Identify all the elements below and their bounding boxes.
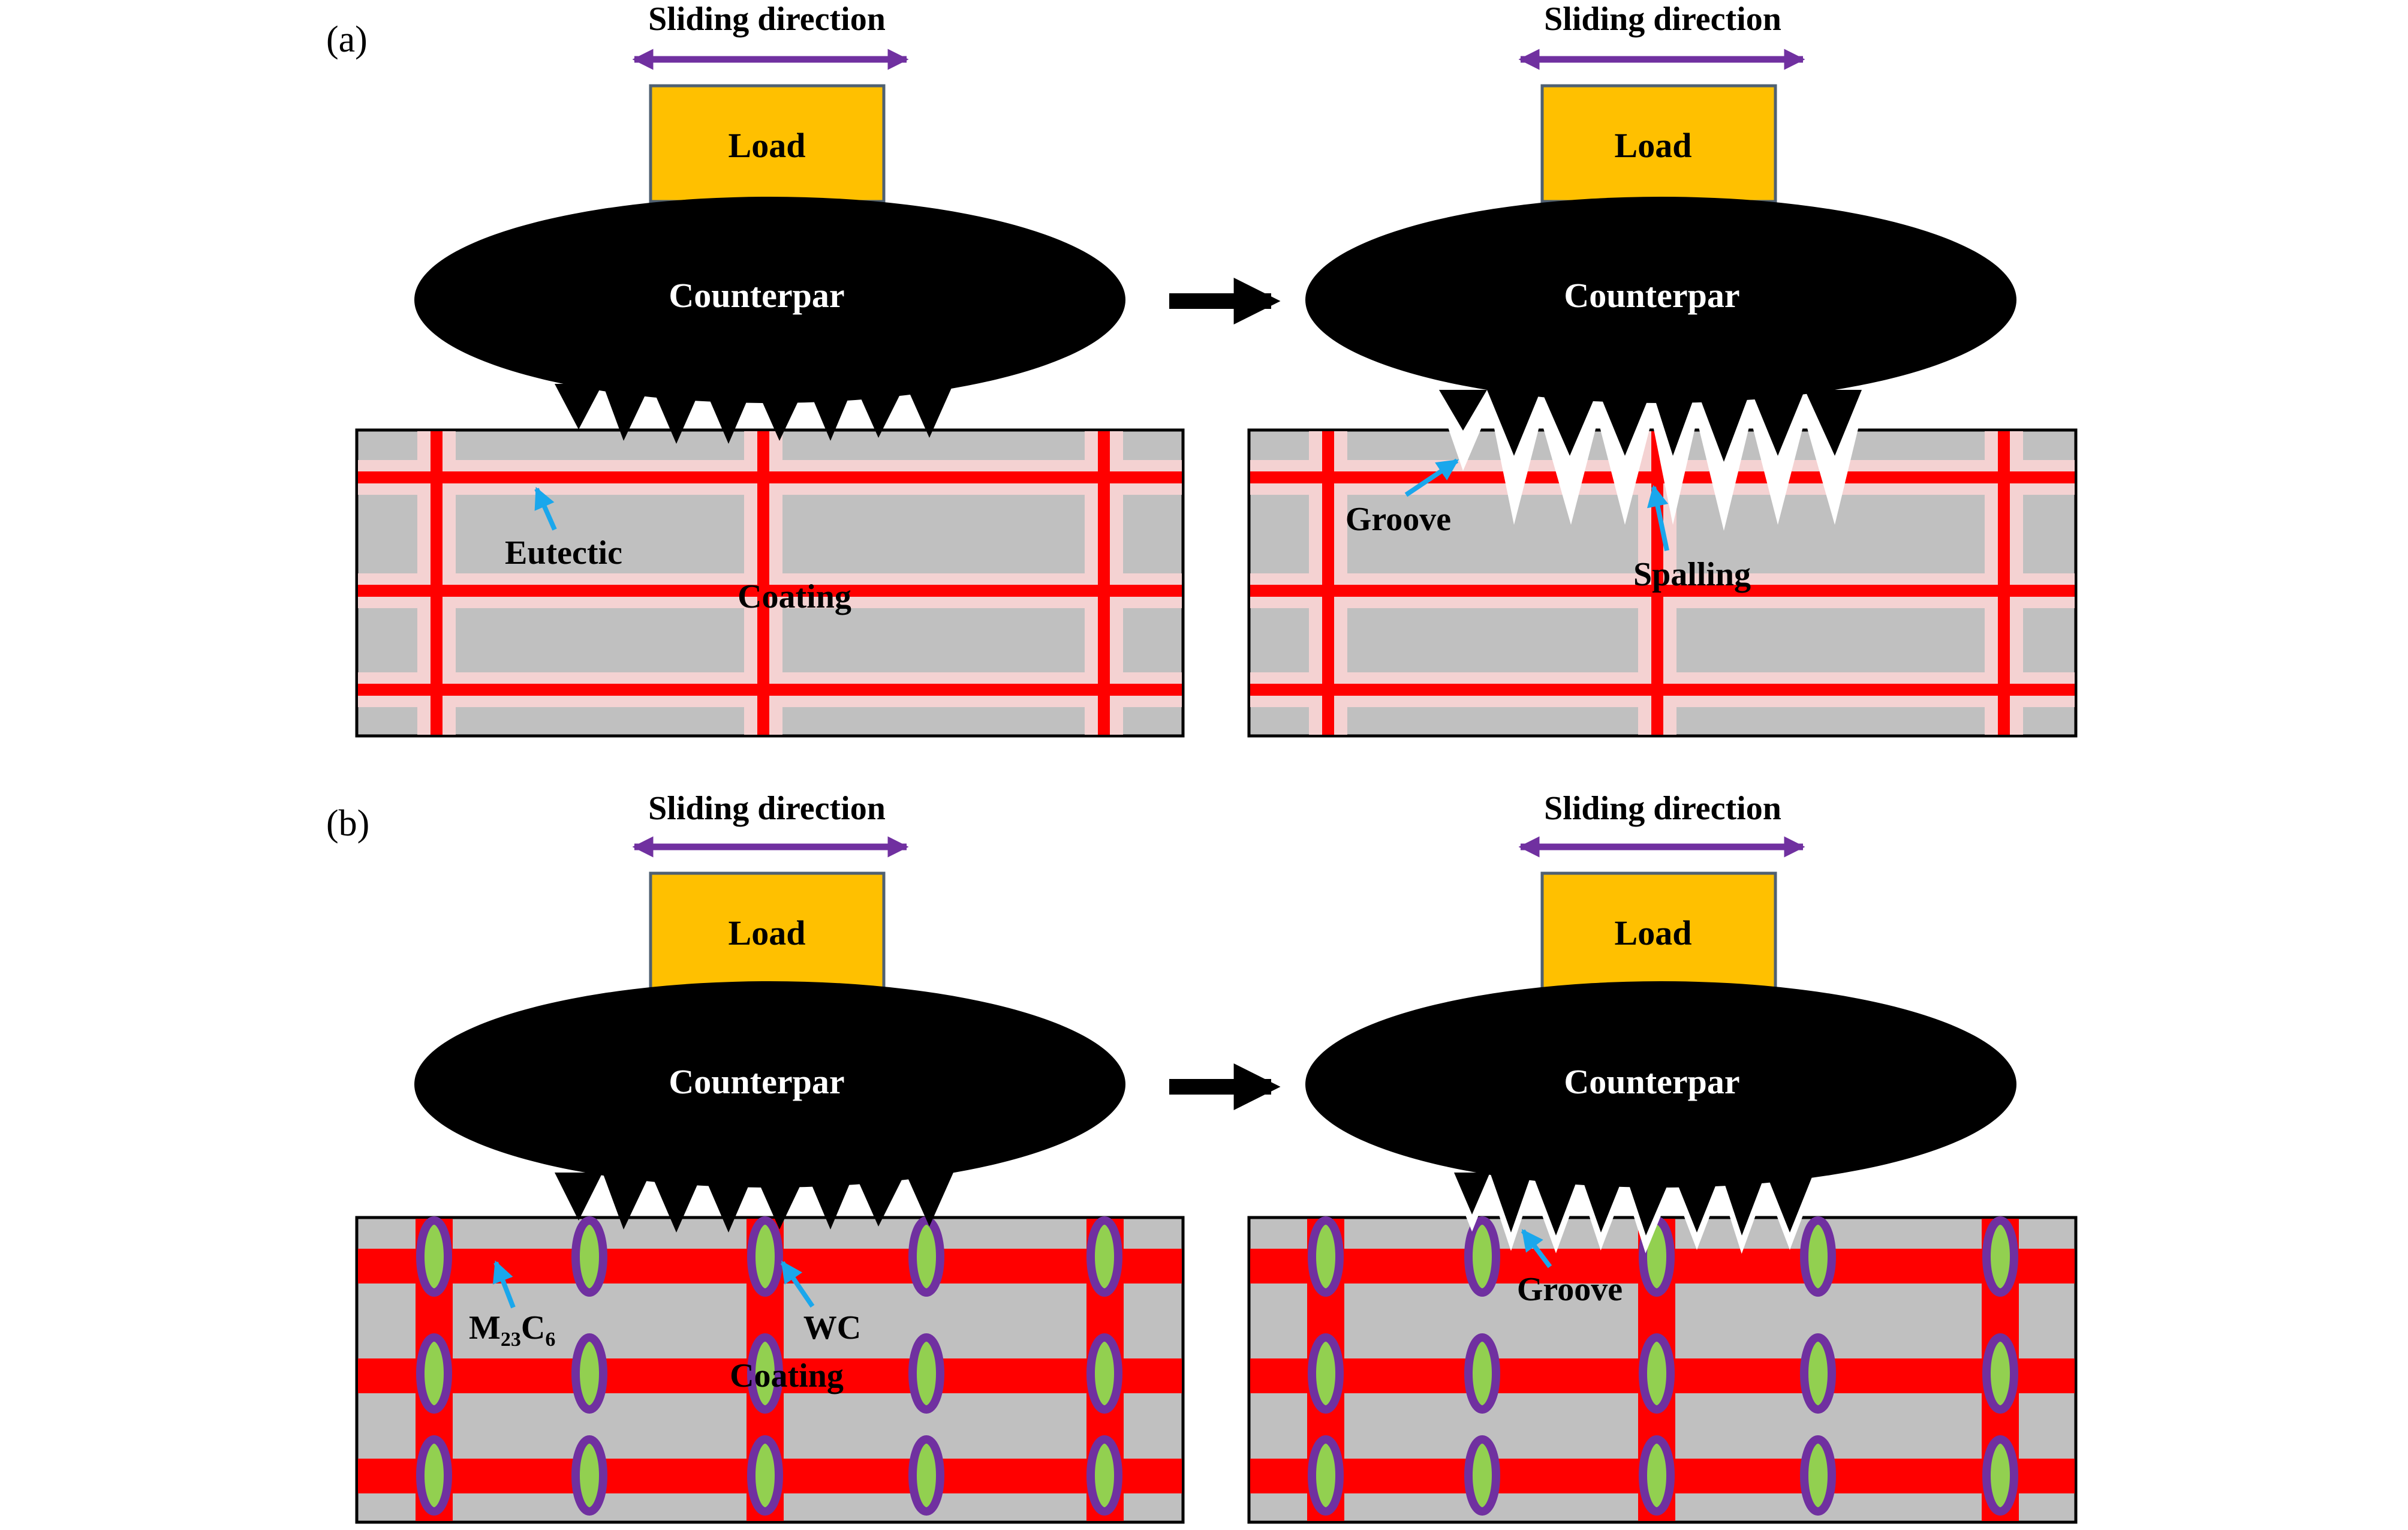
coating-label: Coating	[730, 1357, 844, 1394]
counterpart-label: Counterpar	[1564, 276, 1739, 315]
panel-a: (a) Sliding direction Load	[326, 1, 2078, 738]
panel-a-before: Sliding direction Load	[355, 1, 1185, 738]
load-label: Load	[1615, 126, 1692, 165]
wc-particles	[1308, 1216, 2018, 1516]
spalling-label: Spalling	[1633, 556, 1751, 593]
wc-particles	[416, 1216, 1122, 1516]
groove-pointer-arrow	[1404, 458, 1459, 497]
sliding-direction-label: Sliding direction	[648, 1, 886, 38]
m23c6-pointer-arrow	[492, 1260, 516, 1309]
counterpart-body	[414, 197, 1125, 444]
m23c6-label: M23C6	[469, 1309, 555, 1351]
groove-pointer-arrow	[1521, 1229, 1552, 1269]
sliding-direction-label: Sliding direction	[648, 790, 886, 827]
eutectic-label: Eutectic	[505, 534, 622, 572]
counterpart-body	[414, 981, 1125, 1233]
load-label: Load	[729, 126, 806, 165]
load-label: Load	[729, 913, 806, 952]
wc-label: WC	[803, 1309, 861, 1346]
load-block	[649, 871, 886, 991]
load-label: Load	[1615, 913, 1692, 952]
counterpart-body	[1305, 197, 2016, 462]
groove-label: Groove	[1517, 1271, 1623, 1308]
panel-a-label: (a)	[326, 19, 368, 60]
panel-b-label: (b)	[326, 803, 369, 844]
sliding-direction-label: Sliding direction	[1544, 790, 1781, 827]
sliding-direction-label: Sliding direction	[1544, 1, 1781, 38]
counterpart-label: Counterpar	[669, 276, 844, 315]
panel-b-before: Sliding direction Load	[355, 790, 1185, 1524]
load-block	[1540, 871, 1777, 991]
wc-pointer-arrow	[780, 1261, 815, 1308]
panel-a-after: Sliding direction Load	[1247, 1, 2078, 738]
eutectic-network	[358, 431, 1182, 735]
coating-label: Coating	[738, 578, 851, 615]
counterpart-label: Counterpar	[669, 1062, 844, 1101]
load-block	[1540, 84, 1777, 203]
spalling-pointer-arrow	[1647, 485, 1669, 551]
counterpart-body	[1305, 981, 2016, 1236]
groove-label: Groove	[1346, 501, 1451, 538]
panel-b: (b) Sliding direction Load	[326, 790, 2078, 1524]
eutectic-pointer-arrow	[534, 486, 557, 531]
counterpart-label: Counterpar	[1564, 1062, 1739, 1101]
panel-b-after: Sliding direction Load	[1247, 790, 2078, 1524]
